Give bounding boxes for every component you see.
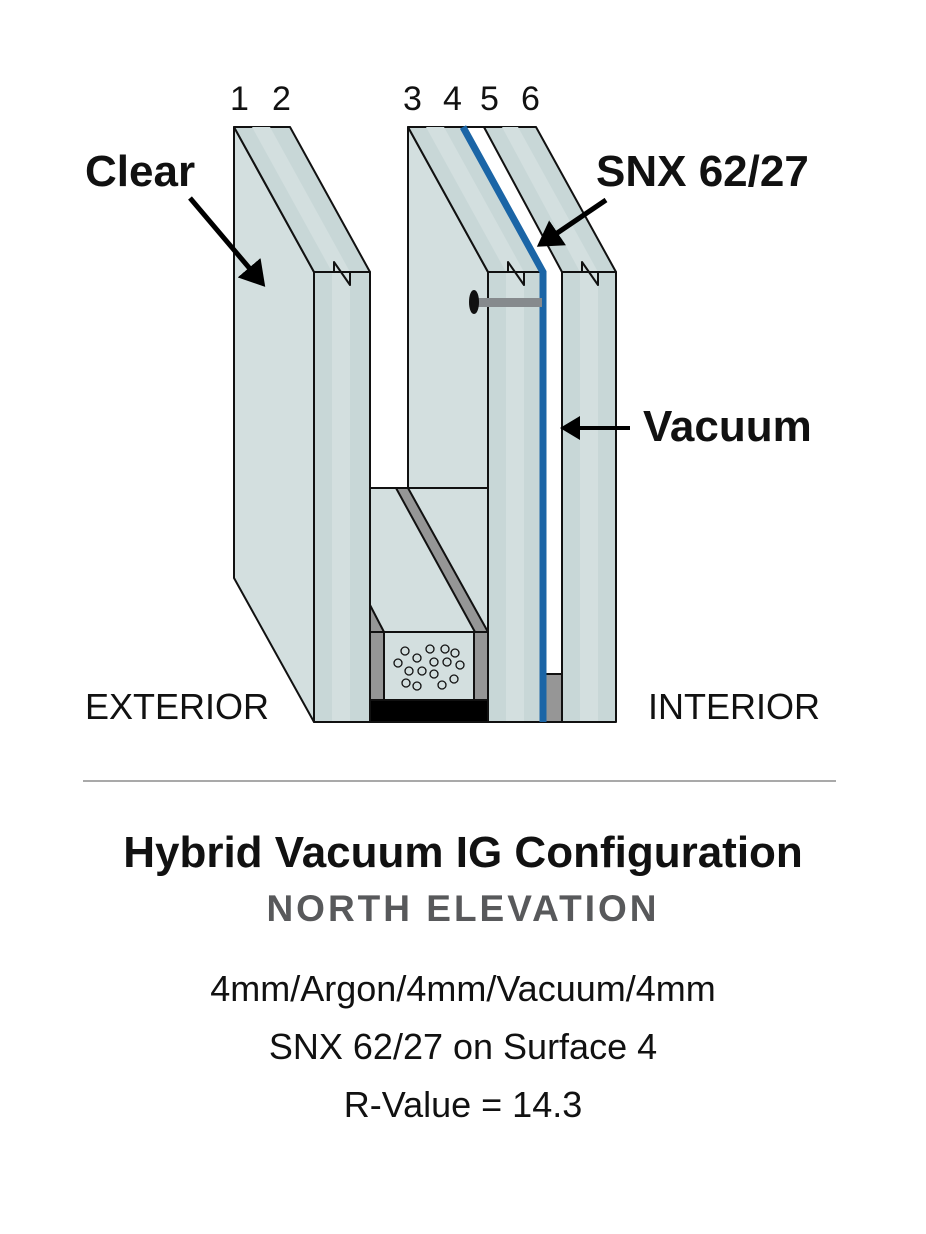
spec-r-value: R-Value = 14.3 [343, 1084, 583, 1125]
elevation-subtitle: NORTH ELEVATION [266, 888, 660, 929]
surface-number-2: 2 [272, 80, 291, 118]
edge-seal [544, 673, 563, 723]
coating-arrow [536, 197, 608, 247]
spec-coating-surface: SNX 62/27 on Surface 4 [268, 1026, 658, 1067]
surface-number-5: 5 [480, 80, 499, 118]
surface-number-3: 3 [403, 80, 422, 118]
warm-edge-spacer [369, 487, 489, 723]
vacuum-label: Vacuum [643, 402, 812, 451]
surface-number-4: 4 [443, 80, 462, 118]
interior-label: INTERIOR [648, 686, 821, 727]
configuration-title: Hybrid Vacuum IG Configuration [123, 828, 803, 877]
pane-3-interior-lite [483, 126, 617, 723]
exterior-label: EXTERIOR [85, 686, 270, 727]
low-e-coating-line [459, 125, 547, 722]
coating-label: SNX 62/27 [596, 147, 809, 196]
clear-label: Clear [85, 147, 196, 196]
surface-number-1: 1 [230, 80, 249, 118]
pane-1-exterior-lite [233, 126, 371, 723]
desiccant-beads [393, 644, 465, 691]
spec-build-up: 4mm/Argon/4mm/Vacuum/4mm [210, 968, 716, 1009]
clear-arrow [188, 196, 266, 287]
surface-number-6: 6 [521, 80, 540, 118]
vacuum-pillar [469, 290, 542, 314]
